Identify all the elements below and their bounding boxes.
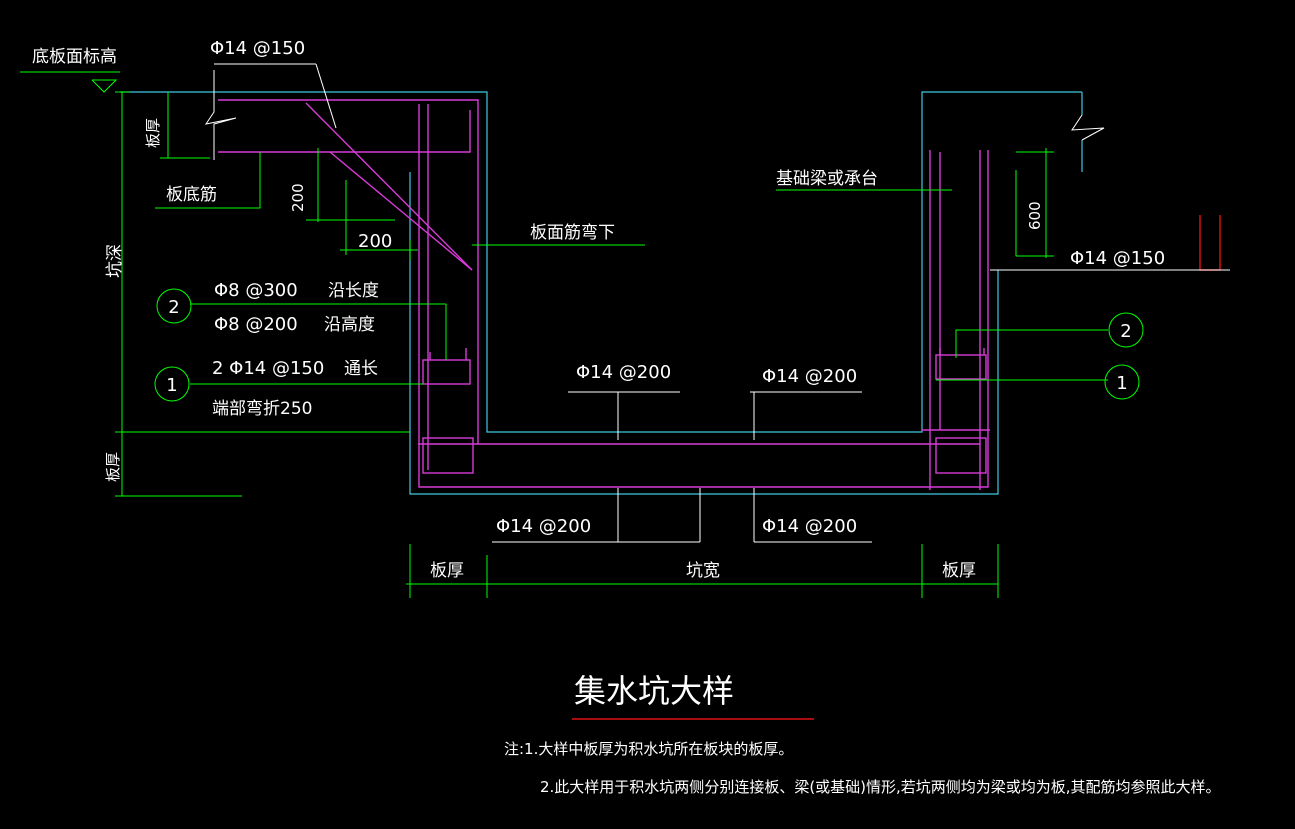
pit-depth-label: 坑深	[105, 244, 125, 278]
marker-left-1: 1	[166, 375, 177, 396]
bar2-a-direction: 沿长度	[328, 281, 379, 301]
concrete-outline	[120, 91, 1083, 495]
foundation-beam-label: 基础梁或承台	[776, 169, 878, 189]
drawing-title: 集水坑大样	[574, 672, 734, 710]
floor-elevation-label: 底板面标高	[32, 47, 117, 67]
marker-right-1: 1	[1116, 373, 1127, 394]
rebar-bottom-top-right: Φ14 @200	[762, 366, 857, 387]
rebar-bottom-top-left: Φ14 @200	[576, 362, 671, 383]
rebar-right-label: Φ14 @150	[1070, 248, 1165, 269]
slab-bottom-bar-label: 板底筋	[166, 185, 217, 205]
note-2: 2.此大样用于积水坑两侧分别连接板、梁(或基础)情形,若坑两侧均为梁或均为板,其…	[540, 778, 1221, 796]
pit-width-label: 坑宽	[686, 561, 720, 581]
top-bar-bent-down-label: 板面筋弯下	[530, 223, 615, 243]
red-hook	[1199, 215, 1221, 271]
annotation-texts: 底板面标高 Φ14 @150 板厚 板底筋 200 200 板面筋弯下 基础梁或…	[32, 38, 1165, 581]
marker-right-1-circle	[1104, 364, 1140, 400]
dim-200-vertical: 200	[289, 183, 307, 212]
rebar-lines	[218, 99, 990, 490]
marker-left-1-circle	[154, 366, 190, 402]
bar1-label: 2 Φ14 @150	[212, 358, 324, 379]
marker-right-2: 2	[1120, 321, 1131, 342]
reference-markers: 2 1 2 1	[154, 288, 1144, 402]
bar2-b-direction: 沿高度	[324, 315, 375, 335]
note-1: 注:1.大样中板厚为积水坑所在板块的板厚。	[504, 740, 793, 758]
bar2-a-label: Φ8 @300	[214, 280, 298, 301]
rebar-bottom-bot-left: Φ14 @200	[496, 516, 591, 537]
bar1-note: 端部弯折250	[212, 399, 312, 419]
rebar-top-left-label: Φ14 @150	[210, 38, 305, 59]
dimension-lines	[20, 71, 1108, 598]
marker-right-2-circle	[1108, 312, 1144, 348]
dim-200-horizontal: 200	[358, 231, 392, 252]
bottom-slab-thickness-right: 板厚	[942, 561, 976, 581]
leader-lines	[214, 63, 1230, 543]
slab-thickness-left-label: 板厚	[104, 452, 122, 482]
rebar-bottom-bot-right: Φ14 @200	[762, 516, 857, 537]
break-lines	[204, 70, 1105, 160]
marker-left-2-circle	[156, 288, 192, 324]
dim-600: 600	[1026, 201, 1044, 230]
bar2-b-label: Φ8 @200	[214, 314, 298, 335]
bottom-slab-thickness-left: 板厚	[430, 561, 464, 581]
slab-thickness-top-label: 板厚	[144, 118, 162, 148]
marker-left-2: 2	[168, 297, 179, 318]
bar1-direction: 通长	[344, 359, 378, 379]
